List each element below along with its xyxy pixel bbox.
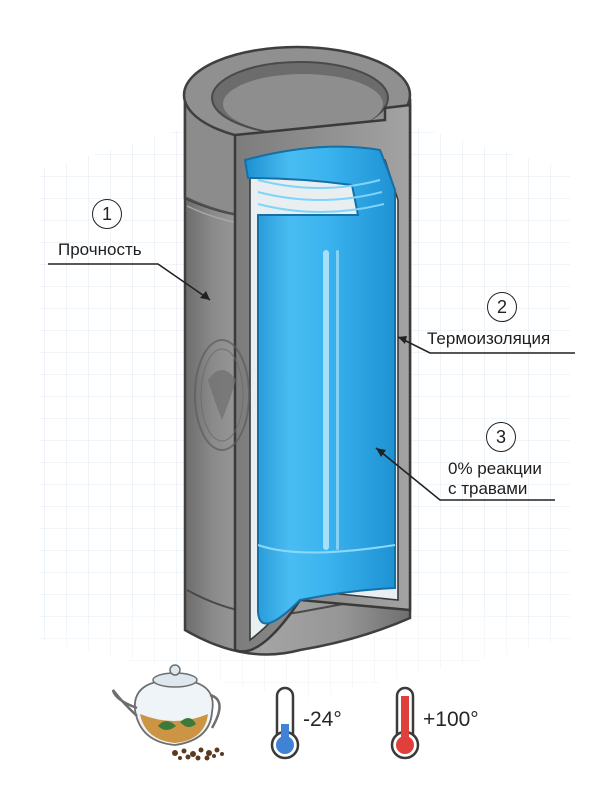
callout-number-1: 1: [92, 199, 122, 229]
callout-label-reaction-line1: 0% реакции: [448, 459, 542, 478]
callout-number-2: 2: [487, 292, 517, 322]
leader-line-3: [375, 447, 555, 501]
hot-temperature-label: +100°: [423, 708, 479, 731]
callout-label-strength: Прочность: [58, 240, 142, 259]
thermometer-hot-icon: [390, 686, 420, 760]
cold-temperature-label: -24°: [303, 708, 342, 731]
cutaway-section: [233, 103, 412, 653]
teapot-icon: [111, 664, 224, 761]
callout-label-insulation: Термоизоляция: [427, 329, 551, 348]
callout-number-3: 3: [486, 422, 516, 452]
thermometer-cold-icon: [270, 686, 300, 760]
leader-line-1: [48, 263, 211, 301]
callout-label-reaction-line2: с травами: [448, 479, 528, 498]
leader-lines: [48, 263, 575, 501]
leader-line-2: [397, 336, 575, 354]
emblem-icon: [194, 339, 250, 451]
